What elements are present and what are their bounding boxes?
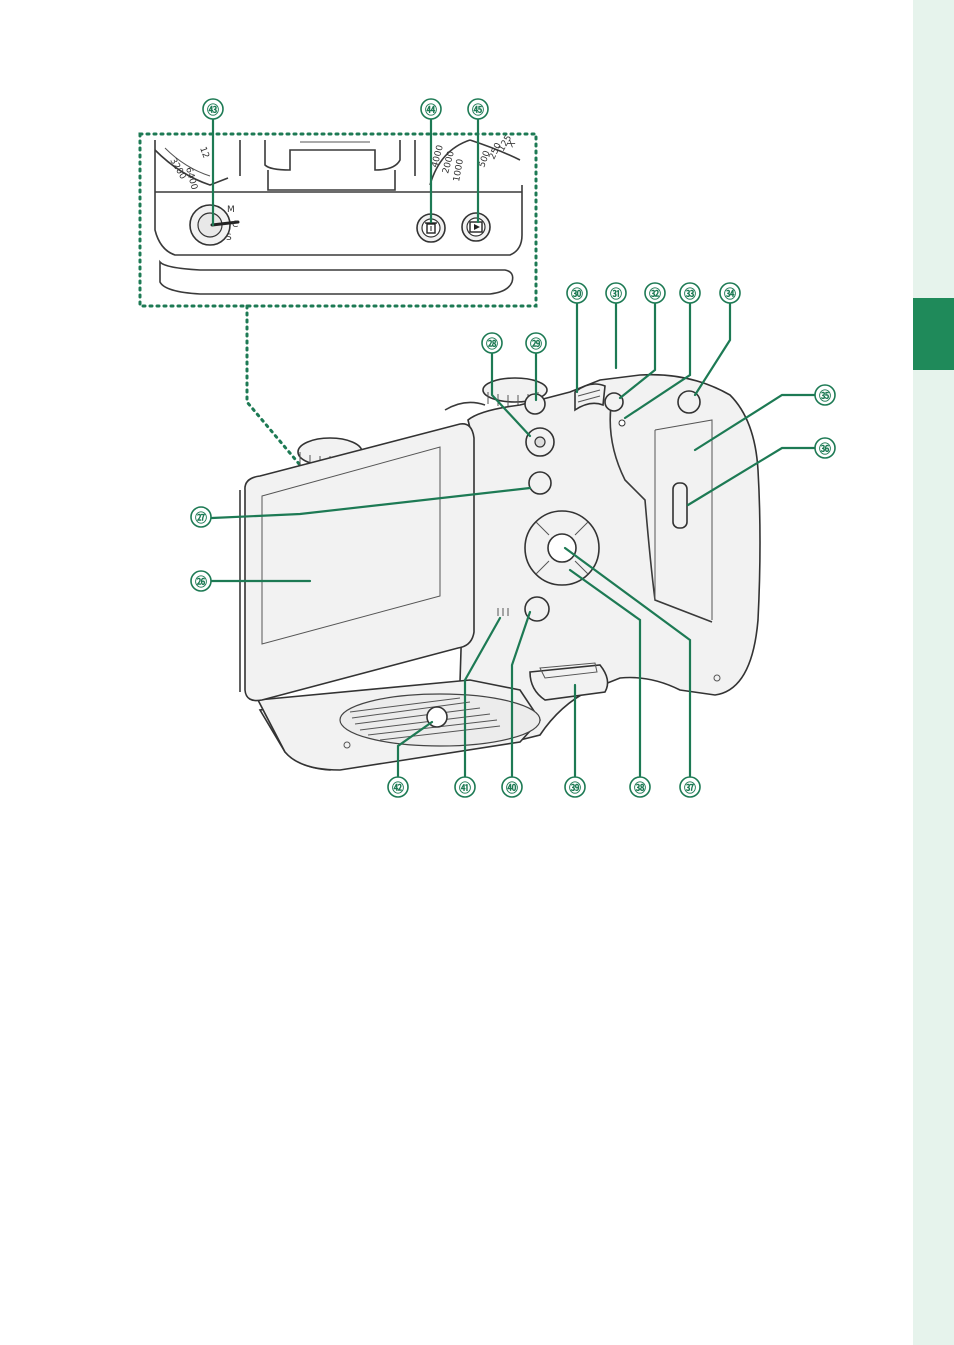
battery-cover-latch — [529, 662, 609, 701]
callout-41: ㊶ — [454, 776, 476, 798]
svg-text:㊴: ㊴ — [569, 780, 581, 795]
callout-45: ㊺ — [467, 98, 489, 120]
lever-c: C — [232, 220, 238, 230]
callout-42: ㊷ — [387, 776, 409, 798]
svg-text:㊸: ㊸ — [207, 102, 219, 117]
callout-36: ㊱ — [814, 437, 836, 459]
svg-text:㊷: ㊷ — [392, 780, 404, 795]
play-icon — [469, 221, 483, 233]
chapter-side-tab — [913, 298, 954, 370]
callout-43: ㊸ — [202, 98, 224, 120]
playback-button — [461, 212, 491, 242]
svg-text:㊹: ㊹ — [425, 102, 437, 117]
delete-button — [416, 213, 446, 243]
svg-text:㉟: ㉟ — [819, 388, 831, 403]
svg-text:㉘: ㉘ — [486, 336, 498, 351]
inset-detail: 3200 6400 12 4000 2000 1000 500 250 125 … — [138, 116, 538, 467]
svg-text:㊺: ㊺ — [472, 102, 484, 117]
svg-text:㊳: ㊳ — [634, 780, 646, 795]
lever-m: M — [227, 205, 235, 215]
leader-lines — [210, 300, 816, 778]
callout-40: ㊵ — [501, 776, 523, 798]
iso-12: 12 — [197, 146, 210, 160]
back-buttons — [497, 383, 701, 622]
callout-34: ㉞ — [719, 282, 741, 304]
svg-text:㉚: ㉚ — [571, 286, 583, 301]
svg-text:㉙: ㉙ — [530, 336, 542, 351]
svg-text:㉗: ㉗ — [195, 510, 207, 525]
callout-28: ㉘ — [481, 332, 503, 354]
iso-6400: 6400 — [183, 166, 199, 191]
svg-text:㉛: ㉛ — [610, 286, 622, 301]
speed-1000: 1000 — [452, 158, 466, 183]
callout-26: ㉖ — [190, 570, 212, 592]
callout-39: ㊴ — [564, 776, 586, 798]
svg-text:㊵: ㊵ — [506, 780, 518, 795]
lever-s: S — [226, 233, 232, 243]
focus-mode-selector: M C S — [189, 204, 240, 246]
svg-text:㊶: ㊶ — [459, 780, 471, 795]
svg-text:㉞: ㉞ — [724, 286, 736, 301]
callout-27: ㉗ — [190, 506, 212, 528]
connector-cover — [672, 482, 688, 529]
svg-text:㉜: ㉜ — [649, 286, 661, 301]
chapter-side-strip — [913, 0, 954, 1345]
callout-38: ㊳ — [629, 776, 651, 798]
callout-29: ㉙ — [525, 332, 547, 354]
callout-31: ㉛ — [605, 282, 627, 304]
camera-body — [239, 373, 761, 771]
svg-text:㊱: ㊱ — [819, 441, 831, 456]
shutter-dial-markings: 4000 2000 1000 500 250 125 X — [430, 134, 518, 183]
callout-44: ㊹ — [420, 98, 442, 120]
svg-text:㉖: ㉖ — [195, 574, 207, 589]
svg-text:㊲: ㊲ — [684, 780, 696, 795]
callout-35: ㉟ — [814, 384, 836, 406]
svg-text:㉝: ㉝ — [684, 286, 696, 301]
callout-33: ㉝ — [679, 282, 701, 304]
iso-dial-markings: 3200 6400 12 — [167, 146, 210, 192]
callouts: ㊸ ㊹ ㊺ ㉘ ㉙ ㉚ ㉛ ㉜ ㉝ ㉞ ㉟ ㊱ ㉗ ㉖ ㊷ ㊶ ㊵ ㊴ ㊳ ㊲ — [190, 98, 836, 798]
callout-37: ㊲ — [679, 776, 701, 798]
lcd-monitor — [239, 422, 475, 702]
callout-32: ㉜ — [644, 282, 666, 304]
speed-x: X — [506, 139, 518, 150]
callout-30: ㉚ — [566, 282, 588, 304]
